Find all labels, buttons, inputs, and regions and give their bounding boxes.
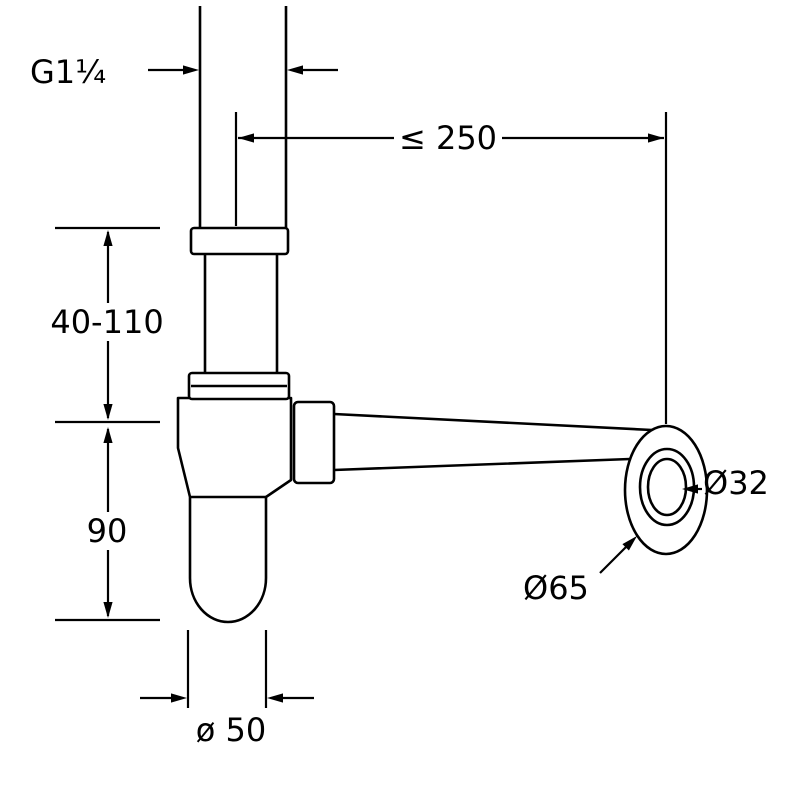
riser-pipe-walls — [203, 254, 279, 373]
inlet-height-range-label: 40-110 — [50, 303, 163, 341]
outlet-pipe-walls — [333, 412, 653, 472]
arrowhead-right-icon — [171, 693, 187, 703]
dim-cup-height: 90 — [55, 427, 160, 622]
inlet-pipe-walls — [198, 6, 288, 228]
dim-cup-diameter: ø 50 — [140, 630, 314, 749]
wall-flange-bore — [646, 457, 688, 517]
trap-body-and-cup — [176, 396, 293, 624]
thread-size-label: G1¼ — [30, 53, 106, 91]
label-backing — [50, 303, 164, 341]
arrowhead-down-icon — [103, 602, 113, 618]
label-backing — [394, 118, 502, 158]
extension-lines — [186, 630, 268, 708]
arrowhead-left-icon — [287, 65, 303, 75]
arrowhead-up-icon — [103, 230, 113, 246]
part-outline — [176, 6, 709, 624]
leader-line — [599, 546, 627, 574]
dim-bore-diameter: Ø32 — [682, 464, 769, 502]
arrowhead-right-icon — [648, 133, 664, 143]
arrowhead-left-icon — [267, 693, 283, 703]
arrowhead-down-icon — [103, 404, 113, 420]
dim-flange-diameter: Ø65 — [523, 536, 637, 607]
dim-max-wall-distance: ≤ 250 — [234, 112, 668, 424]
extension-lines — [234, 112, 668, 424]
label-backing — [82, 512, 132, 550]
arrowhead-left-icon — [682, 484, 698, 494]
dim-thread-size: G1¼ — [30, 53, 338, 91]
bore-diameter-label: Ø32 — [703, 464, 769, 502]
arrowhead-right-icon — [183, 65, 199, 75]
arrowhead-left-icon — [238, 133, 254, 143]
arrowhead-up-icon — [103, 427, 113, 443]
arrowhead-upright-icon — [622, 536, 637, 551]
max-wall-distance-label: ≤ 250 — [399, 119, 497, 157]
cup-diameter-label: ø 50 — [196, 711, 266, 749]
cup-height-label: 90 — [87, 512, 128, 550]
outlet-nut — [292, 400, 336, 485]
upper-nut — [189, 226, 290, 256]
dim-inlet-height-range: 40-110 — [50, 226, 164, 424]
flange-diameter-label: Ø65 — [523, 569, 589, 607]
datum-lines — [55, 226, 160, 424]
